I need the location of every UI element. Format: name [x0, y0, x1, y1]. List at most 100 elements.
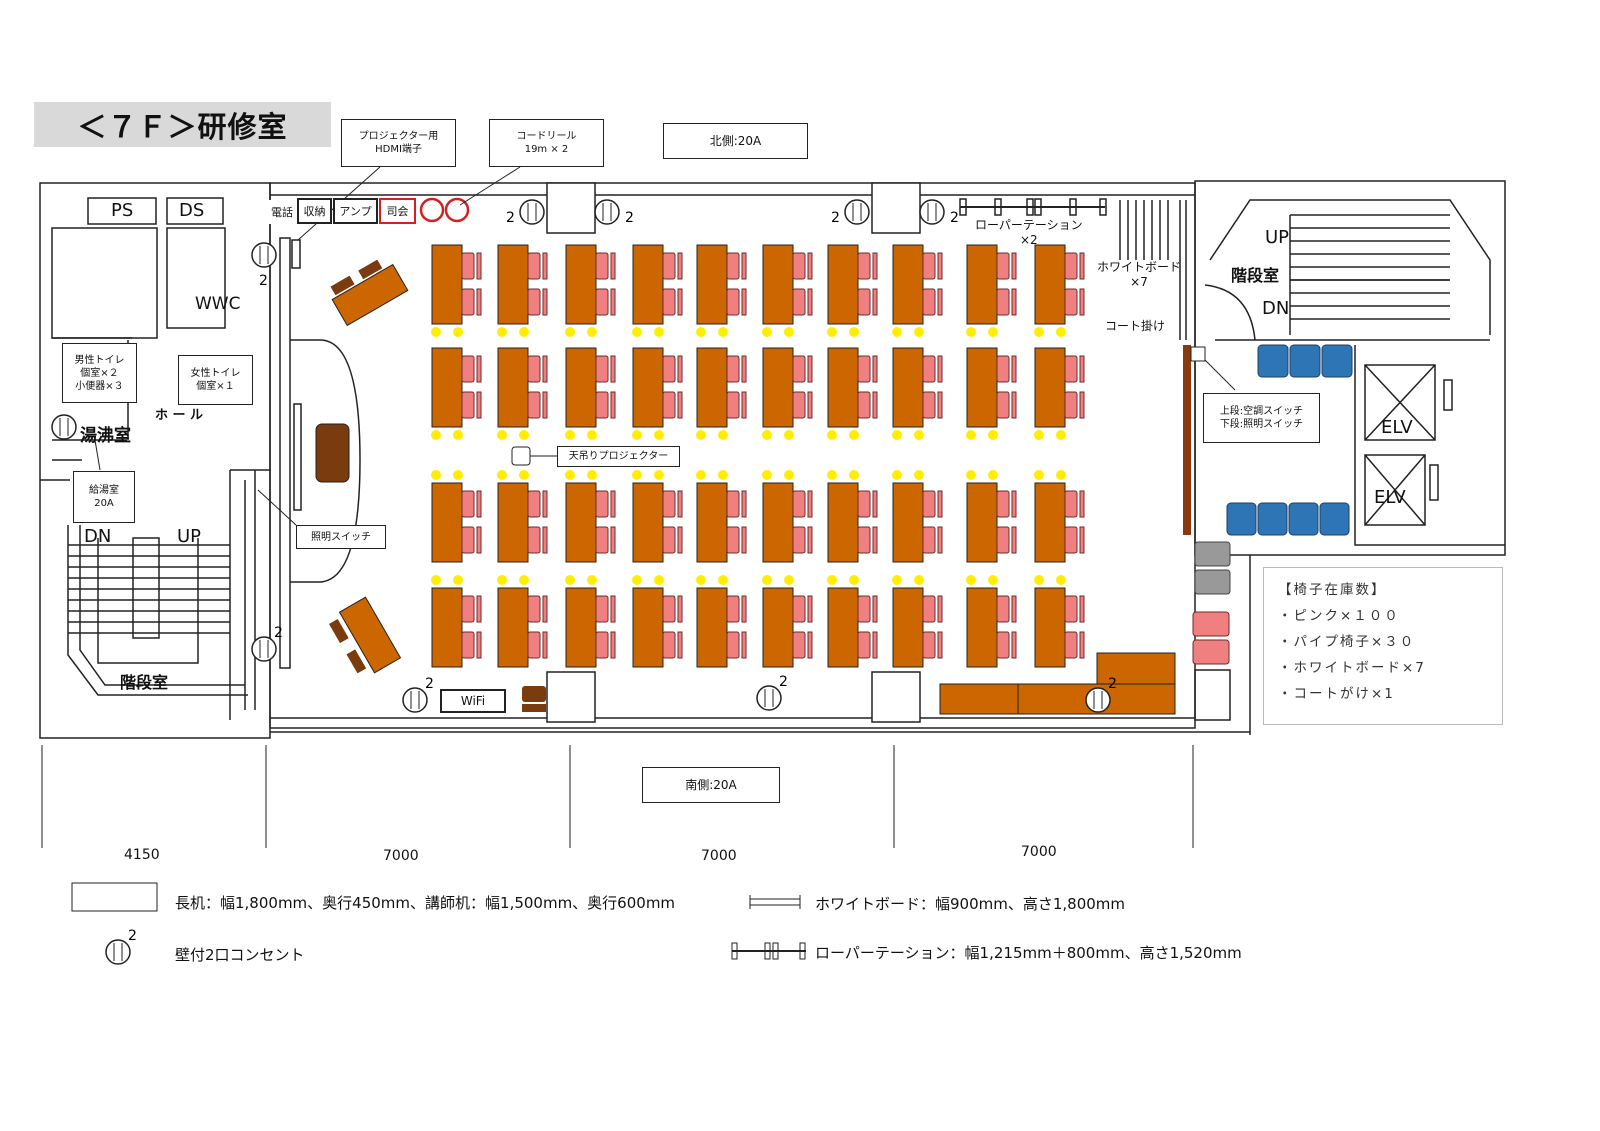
chair [996, 526, 1010, 554]
chair-back [741, 526, 747, 554]
desk [762, 347, 794, 428]
chair-back [807, 288, 813, 316]
chair [1064, 526, 1078, 554]
outlet-count: 2 [259, 273, 268, 289]
chair-back [741, 391, 747, 419]
ceiling-projector-callout: 天吊りプロジェクター [557, 446, 680, 467]
chair [662, 288, 676, 316]
chair-back [872, 490, 878, 518]
chair-back [677, 252, 683, 280]
chair-back [937, 252, 943, 280]
seat-marker [827, 470, 837, 480]
callout-text: HDMI端子 [375, 144, 422, 155]
outlet-icon: 2 [756, 674, 788, 711]
outlet-count: 2 [625, 210, 634, 226]
chair-back [937, 391, 943, 419]
seat-marker [827, 327, 837, 337]
seat-marker [632, 327, 642, 337]
chair-back [1011, 595, 1017, 623]
chair [996, 631, 1010, 659]
seat-marker [453, 470, 463, 480]
left-stairs-label: 階段室 [120, 673, 169, 692]
seat-marker [565, 327, 575, 337]
chair [461, 631, 475, 659]
desk [696, 347, 728, 428]
seat-marker [966, 327, 976, 337]
chair-back [476, 252, 482, 280]
chair [857, 252, 871, 280]
desk [762, 244, 794, 325]
stock-item: ・ピンク×１００ [1278, 608, 1400, 624]
switch-panel-callout: 上段:空調スイッチ下段:照明スイッチ [1203, 393, 1320, 443]
seat-marker [654, 430, 664, 440]
seat-marker [497, 575, 507, 585]
chair-back [937, 355, 943, 383]
outlet-icon: 2 [831, 199, 870, 226]
chair-back [872, 252, 878, 280]
chair-back [476, 391, 482, 419]
dimension-label: 4150 [124, 847, 160, 863]
seat-marker [519, 575, 529, 585]
desk [565, 482, 597, 563]
chair [595, 631, 609, 659]
chair [527, 490, 541, 518]
legend-partition-icon [731, 942, 806, 960]
desk [431, 244, 463, 325]
chair-back [937, 526, 943, 554]
seat-marker [718, 327, 728, 337]
desk [762, 587, 794, 668]
seat-marker [762, 327, 772, 337]
legend-outlet: 壁付2口コンセント [175, 946, 305, 964]
sofa-seat [1226, 502, 1257, 536]
seat-marker [892, 470, 902, 480]
right-up-label: UP [1265, 227, 1290, 248]
desk [1034, 347, 1066, 428]
seat-marker [519, 430, 529, 440]
outlet-icon: 2 [506, 199, 545, 226]
label-line: ホワイトボード [1097, 260, 1182, 274]
chair [461, 355, 475, 383]
sofa-seats [1226, 344, 1353, 536]
desk [632, 347, 664, 428]
chair-back [677, 288, 683, 316]
wwc-label: WWC [195, 294, 241, 314]
seat-marker [1056, 327, 1066, 337]
elevator-label: ELV [1374, 487, 1406, 508]
desk [892, 482, 924, 563]
seat-marker [431, 575, 441, 585]
seat-marker [519, 327, 529, 337]
seat-marker [696, 430, 706, 440]
chair-back [677, 526, 683, 554]
desk [1034, 482, 1066, 563]
seat-marker [849, 327, 859, 337]
outlet-icon: 2 [402, 676, 434, 713]
chair-back [610, 526, 616, 554]
seat-marker [497, 327, 507, 337]
chair [857, 391, 871, 419]
callout-text: 個室×１ [196, 381, 235, 392]
desk [827, 587, 859, 668]
outlet-count: 2 [425, 676, 434, 692]
seat-marker [988, 470, 998, 480]
chair [662, 252, 676, 280]
label-line: ローパーテーション [975, 218, 1083, 232]
seat-marker [453, 327, 463, 337]
seat-marker [565, 575, 575, 585]
chair [857, 288, 871, 316]
seat-marker [718, 430, 728, 440]
callout-text: 給湯室 [89, 485, 119, 496]
chair-back [677, 631, 683, 659]
seat-marker [587, 327, 597, 337]
chair-back [1011, 288, 1017, 316]
chair-back [476, 631, 482, 659]
desk [762, 482, 794, 563]
outlet-icon: 2 [105, 928, 137, 965]
chair-back [807, 595, 813, 623]
desk [565, 244, 597, 325]
chair-back [677, 490, 683, 518]
chair [922, 526, 936, 554]
outlet-count: 2 [779, 674, 788, 690]
